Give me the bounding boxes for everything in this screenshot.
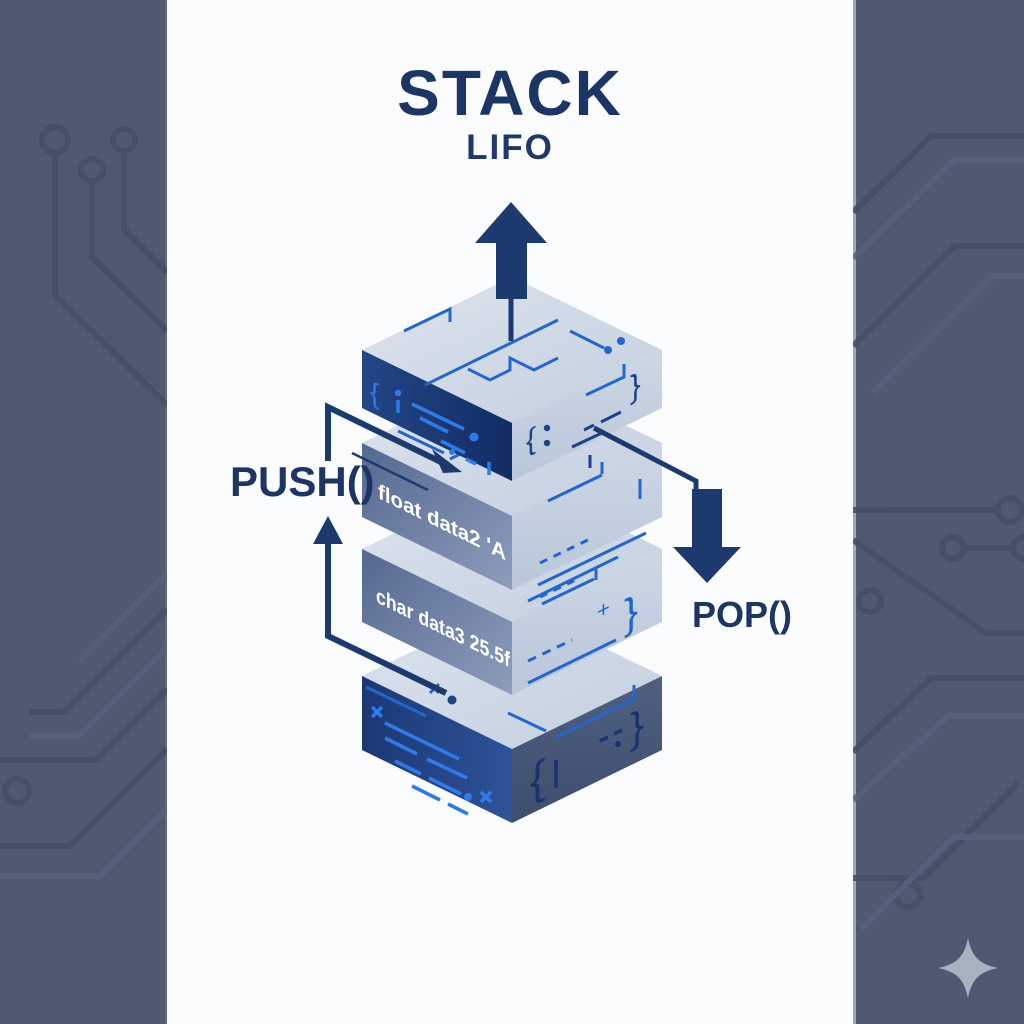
circuit-traces <box>403 306 626 397</box>
pop-label: POP() <box>692 594 793 635</box>
down-arrow-icon <box>592 425 741 583</box>
svg-text:}: } <box>630 365 641 406</box>
circuit-traces: { <box>370 375 491 475</box>
plus-glyph: + <box>597 594 610 625</box>
circuit-traces: { } <box>530 700 644 808</box>
circuit-pattern-icon <box>0 124 167 879</box>
circuit-pattern-icon <box>853 133 1024 998</box>
block-right-face <box>512 350 662 481</box>
svg-text:{: { <box>530 750 545 809</box>
page-subtitle: LIFO <box>466 128 554 167</box>
block-right-face <box>512 443 662 590</box>
brace-glyph: } <box>624 586 638 639</box>
circuit-background-left <box>0 0 167 1024</box>
circuit-traces <box>365 682 636 739</box>
block-left-face <box>362 549 512 695</box>
circuit-traces <box>370 705 493 816</box>
svg-text:{: { <box>526 420 536 459</box>
block-right-face <box>512 676 662 823</box>
up-arrow-icon <box>475 202 547 341</box>
block-right-face <box>512 549 662 695</box>
circuit-traces: { } <box>526 365 641 468</box>
push-flow-arrow-icon <box>313 516 448 696</box>
stack-block-top: { { } <box>362 277 662 481</box>
push-label: PUSH() <box>230 458 375 505</box>
circuit-background-right <box>853 0 1024 1024</box>
push-insert-arrow-icon <box>325 402 462 492</box>
circuit-traces <box>397 429 647 599</box>
svg-text:{: { <box>370 375 379 411</box>
sparkle-icon <box>938 938 998 998</box>
page-title: STACK <box>397 57 623 129</box>
block-left-face <box>362 443 512 590</box>
svg-text:}: } <box>630 700 644 753</box>
